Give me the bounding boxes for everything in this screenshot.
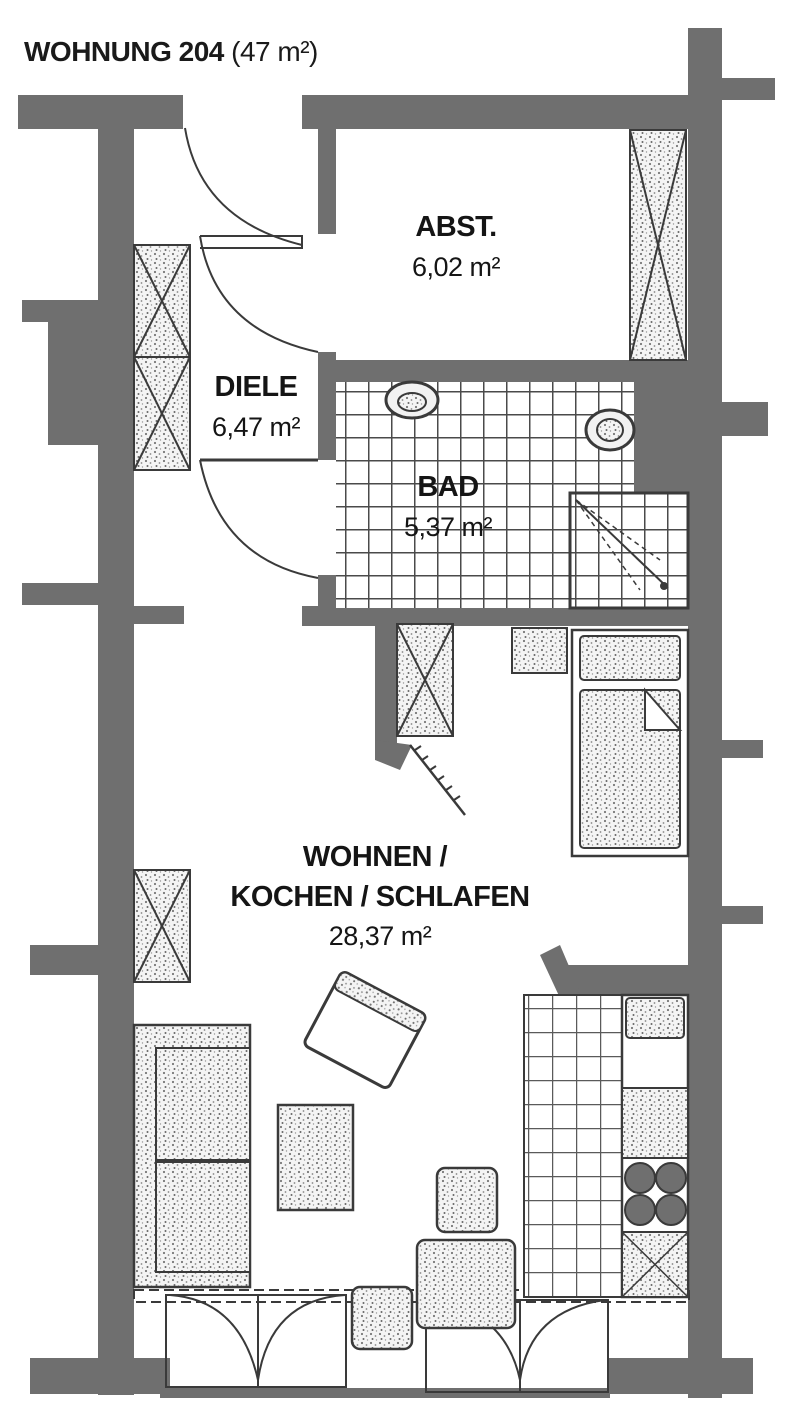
stool-2 <box>350 1285 414 1351</box>
room-diele-area: 6,47 m² <box>212 412 301 442</box>
kitchen-counter <box>620 993 690 1299</box>
furniture <box>132 627 690 1351</box>
folding-door-marks <box>414 745 461 801</box>
apartment-name: WOHNUNG 204 <box>24 36 224 67</box>
door-abst-swing <box>199 235 319 353</box>
wall-bump-left-1 <box>48 300 100 445</box>
door-entry-swing <box>184 127 303 246</box>
wall-stub-left <box>134 606 184 624</box>
room-abst-name: ABST. <box>415 211 496 243</box>
wall-nub-left-1 <box>22 300 52 322</box>
room-bad-name: BAD <box>417 471 478 503</box>
folding-door <box>409 744 466 816</box>
walls <box>18 28 775 1398</box>
wall-kitchen-partition <box>565 965 690 995</box>
shaft-wohnen-pier <box>396 623 454 737</box>
nightstand <box>511 627 568 674</box>
counter-x <box>621 1231 689 1298</box>
wall-kitchen-angle <box>540 945 580 998</box>
wall-nub-left-3 <box>30 945 100 975</box>
wall-left <box>98 95 134 1395</box>
wall-bad-bottom <box>302 606 692 626</box>
wall-nub-right-3 <box>718 740 763 758</box>
apartment-total-area: (47 m²) <box>231 36 318 67</box>
counter-section <box>621 1087 689 1159</box>
door-entry-leaf <box>200 235 303 249</box>
stove <box>624 1162 687 1226</box>
room-wohnen-name-line2: KOCHEN / SCHLAFEN <box>230 881 529 913</box>
shaft-diele-lower <box>133 356 191 471</box>
room-diele-name: DIELE <box>215 371 298 403</box>
stool-1 <box>435 1166 499 1234</box>
shower <box>568 491 690 610</box>
balcony-door-left-swing-2 <box>257 1294 346 1381</box>
plan-title: WOHNUNG 204 (47 m²) <box>24 36 318 68</box>
wall-nub-right-2 <box>718 402 768 436</box>
wall-bottom-sill <box>160 1388 610 1398</box>
armchair <box>303 970 427 1090</box>
balcony-door-left-swing-1 <box>169 1294 259 1381</box>
wall-bottom-right <box>608 1358 753 1394</box>
kitchen-tiles <box>523 994 623 1298</box>
shaft-diele-upper <box>133 244 191 358</box>
shafts <box>133 129 687 983</box>
wall-pier-end <box>375 740 412 770</box>
wall-nub-right-1 <box>718 78 775 100</box>
wall-diele-bad-lower <box>318 575 336 610</box>
wall-pier <box>375 624 397 744</box>
room-bad-area: 5,37 m² <box>404 512 493 542</box>
wall-bad-shaft <box>633 375 689 493</box>
wall-nub-left-2 <box>22 583 102 605</box>
wall-abst-bad <box>318 360 690 382</box>
dining-table <box>415 1238 517 1330</box>
balcony-door-right-swing-2 <box>519 1299 606 1381</box>
wall-bottom-left <box>30 1358 170 1394</box>
shaft-abst <box>629 129 687 361</box>
wall-diele-abst-upper <box>318 128 336 234</box>
room-wohnen-area: 28,37 m² <box>329 921 432 951</box>
bathroom <box>336 380 690 610</box>
wall-top-right <box>302 95 722 129</box>
toilet <box>584 408 636 452</box>
sofa <box>132 1023 252 1289</box>
room-labels: ABST. 6,02 m² DIELE 6,47 m² BAD 5,37 m² … <box>212 211 530 951</box>
bed <box>570 628 690 858</box>
room-abst-area: 6,02 m² <box>412 252 501 282</box>
wall-nub-right-4 <box>718 906 763 924</box>
washbasin <box>384 380 440 420</box>
sink <box>625 997 685 1039</box>
coffee-table <box>276 1103 355 1212</box>
door-bad-swing <box>199 459 319 579</box>
wall-right <box>688 28 722 1398</box>
shaft-wohnen-left <box>133 869 191 983</box>
room-wohnen-name-line1: WOHNEN / <box>303 841 448 873</box>
